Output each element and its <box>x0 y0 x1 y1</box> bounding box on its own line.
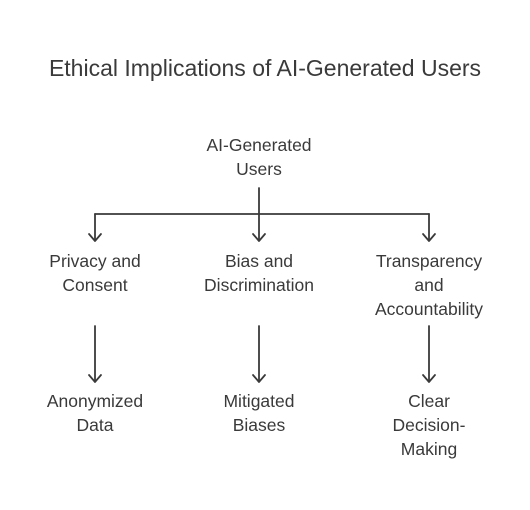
root-node: AI-Generated Users <box>179 133 339 181</box>
node-line: Mitigated <box>223 391 295 411</box>
node-line: Discrimination <box>204 275 314 295</box>
arrowhead-bias <box>252 233 266 242</box>
node-line: Transparency <box>375 251 483 271</box>
root-node-line: Users <box>236 159 282 179</box>
node-line: Decision- <box>392 415 466 435</box>
node-line: and <box>414 275 444 295</box>
node-line: Accountability <box>375 299 483 319</box>
node-line: Privacy and <box>49 251 141 271</box>
node-transparency-and-accountability: Transparency and Accountability <box>344 249 514 321</box>
node-anonymized-data: Anonymized Data <box>15 389 175 437</box>
node-bias-and-discrimination: Bias and Discrimination <box>174 249 344 297</box>
node-line: Biases <box>232 415 286 435</box>
node-mitigated-biases: Mitigated Biases <box>179 389 339 437</box>
root-node-line: AI-Generated <box>206 135 312 155</box>
node-line: Consent <box>62 275 128 295</box>
node-privacy-and-consent: Privacy and Consent <box>15 249 175 297</box>
node-clear-decision-making: Clear Decision- Making <box>349 389 509 461</box>
node-line: Making <box>400 439 458 459</box>
arrowhead-transparency <box>422 233 436 242</box>
node-line: Clear <box>408 391 450 411</box>
arrowhead-anonymized <box>88 374 102 383</box>
node-line: Bias and <box>224 251 294 271</box>
node-line: Data <box>76 415 114 435</box>
arrowhead-mitigated <box>252 374 266 383</box>
node-line: Anonymized <box>46 391 144 411</box>
arrowhead-clear <box>422 374 436 383</box>
arrowhead-privacy <box>88 233 102 242</box>
diagram-title: Ethical Implications of AI-Generated Use… <box>48 55 482 81</box>
